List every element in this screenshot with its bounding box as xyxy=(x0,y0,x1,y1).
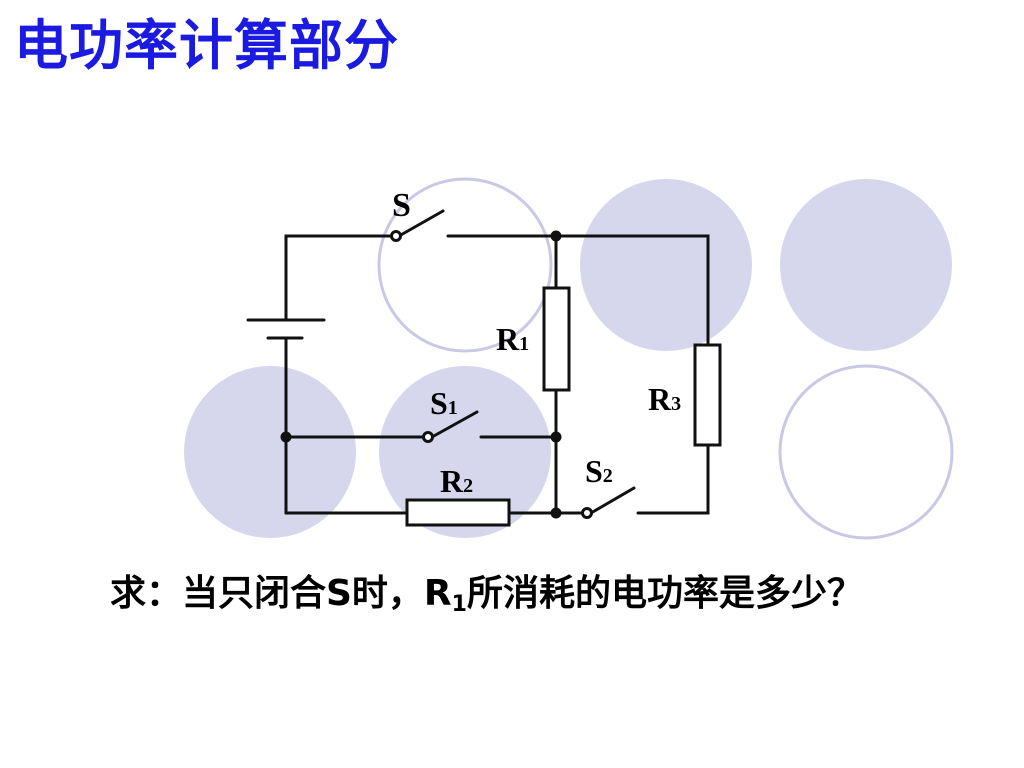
switch-s-blade xyxy=(397,209,445,238)
label-r3: R3 xyxy=(648,381,681,417)
label-s2: S2 xyxy=(585,453,613,489)
label-s: S xyxy=(392,187,411,224)
page-title: 电功率计算部分 xyxy=(14,14,399,77)
question-subscript: 1 xyxy=(451,592,467,617)
decorative-circles xyxy=(184,177,954,540)
question-part2: 所消耗的电功率是多少？ xyxy=(466,573,863,614)
junction-dot xyxy=(280,431,292,443)
circle-filled xyxy=(379,366,551,538)
circle-outline xyxy=(778,364,954,540)
wire-s2-right xyxy=(636,443,710,515)
wire-top-left xyxy=(284,234,394,322)
resistor-r3 xyxy=(693,343,722,447)
resistor-r1 xyxy=(542,286,571,392)
circle-filled xyxy=(780,179,952,351)
switch-s2-blade xyxy=(589,486,636,515)
label-r2: R2 xyxy=(440,463,473,499)
question-text: 求：当只闭合S时，R1所消耗的电功率是多少？ xyxy=(110,566,870,633)
junction-dot xyxy=(550,507,562,519)
switch-s1-blade xyxy=(430,410,479,439)
circle-filled xyxy=(184,366,356,538)
switch-s1-pivot xyxy=(422,431,434,443)
resistor-r2 xyxy=(405,498,511,527)
label-s1: S1 xyxy=(430,385,458,421)
label-r1: R1 xyxy=(496,321,529,357)
wire-top-right xyxy=(446,234,710,347)
junction-dot xyxy=(550,431,562,443)
switch-s2-pivot xyxy=(581,507,593,519)
junction-dot xyxy=(550,230,562,242)
circle-filled xyxy=(580,179,752,351)
circle-outline xyxy=(377,177,553,353)
question-part1: 求：当只闭合S时，R xyxy=(110,573,452,614)
switch-s-pivot xyxy=(390,230,402,242)
